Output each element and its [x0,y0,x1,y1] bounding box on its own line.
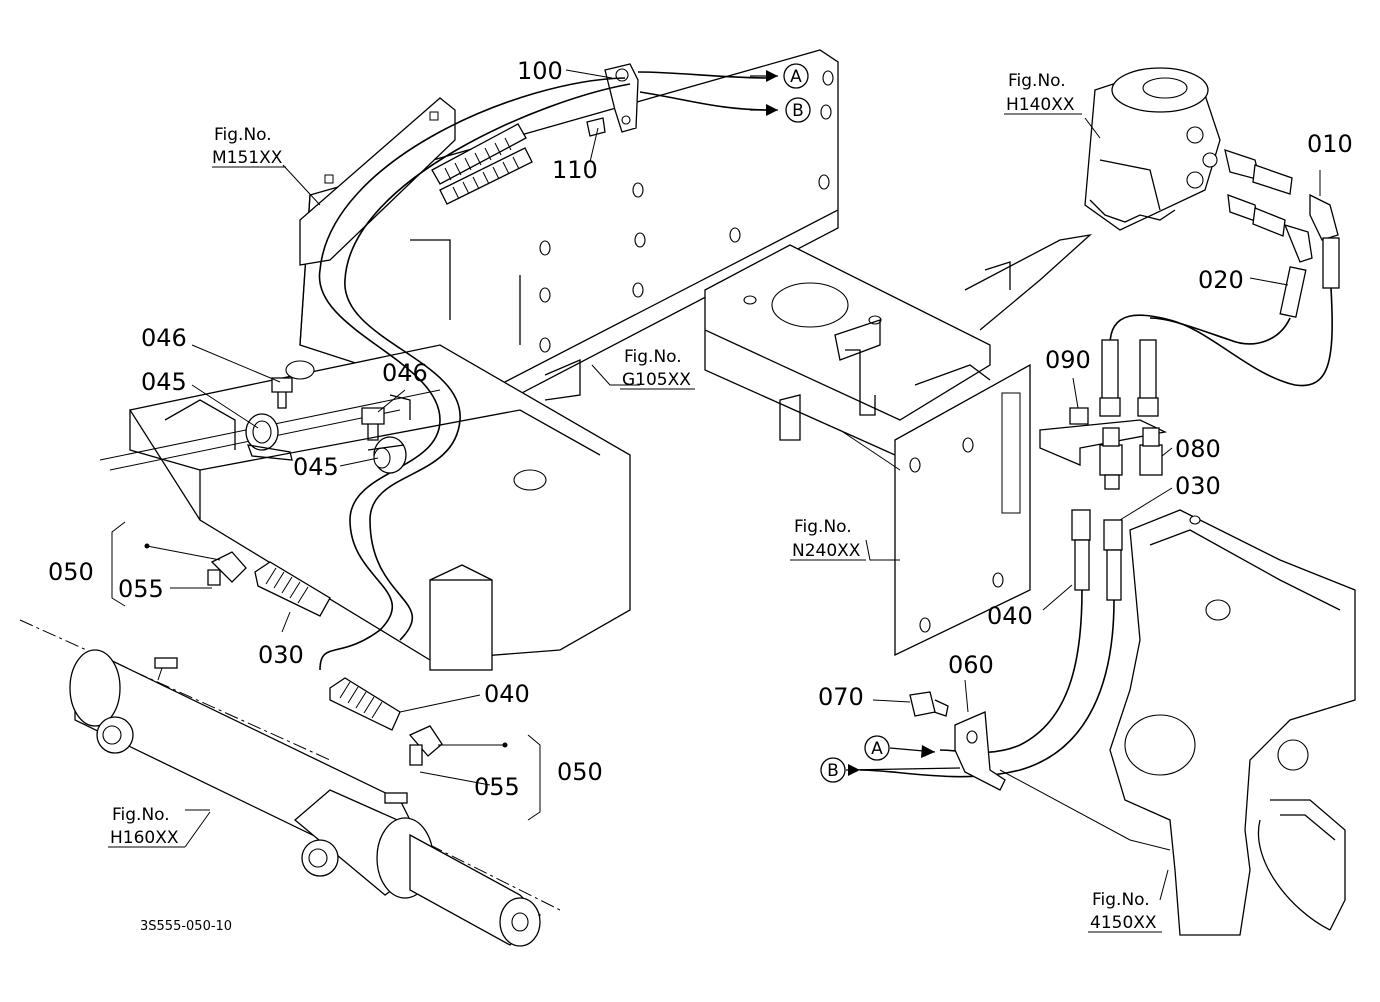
valve-block [1039,339,1168,490]
clamp-045-left [245,413,293,461]
diagram-id: 3S555-050-10 [140,919,232,934]
clamp-045-right [367,436,407,474]
frame-holes [539,70,834,353]
part-labels: 100 110 046 045 046 045 050 055 030 040 … [48,57,1353,801]
part-055-right: 055 [474,773,520,801]
part-046-left: 046 [141,324,187,352]
leader-lines [111,69,1321,901]
svg-text:Fig.No.: Fig.No. [794,517,852,537]
elbow-050-right [408,725,443,766]
elbow-050-left [207,551,247,586]
part-040-left: 040 [484,680,530,708]
part-090: 090 [1045,346,1091,374]
hose-fitting-030-left [254,561,331,617]
svg-text:Fig.No.: Fig.No. [112,805,170,825]
svg-text:Fig.No.: Fig.No. [1008,71,1066,91]
hose-fitting-040-left [329,677,401,731]
connector-b-bottom-label: B [827,761,839,781]
part-055-left: 055 [118,575,164,603]
part-050-right: 050 [557,758,603,786]
fig-ref-h160: Fig.No. H160XX [108,805,211,848]
fig-ref-m151: Fig.No. M151XX [212,125,286,168]
connector-b-bottom: B [820,757,961,783]
svg-text:H140XX: H140XX [1006,95,1075,115]
part-030-right: 030 [1175,472,1221,500]
connector-b-top: B [750,97,811,123]
svg-text:N240XX: N240XX [792,541,861,561]
svg-text:G105XX: G105XX [622,370,691,390]
fig-ref-g105: Fig.No. G105XX [620,347,695,390]
part-060: 060 [948,651,994,679]
connector-a-bottom: A [864,735,936,761]
part-040-right: 040 [987,602,1033,630]
fittings-010-020 [1224,149,1340,318]
fig-ref-4150: Fig.No. 4150XX [1088,890,1162,933]
svg-text:4150XX: 4150XX [1090,913,1157,933]
part-070: 070 [818,683,864,711]
transmission-housing [1109,509,1356,936]
part-050-left: 050 [48,558,94,586]
svg-text:H160XX: H160XX [110,828,179,848]
svg-text:M151XX: M151XX [212,148,283,168]
part-030-left: 030 [258,641,304,669]
part-045-right: 045 [293,453,339,481]
hose-springs [431,123,533,205]
fittings-030-040-right [859,509,1123,778]
part-010: 010 [1307,130,1353,158]
connector-a-top-label: A [790,67,802,87]
part-110: 110 [552,156,598,184]
connector-b-top-label: B [792,101,804,121]
fig-ref-h140: Fig.No. H140XX [1004,71,1082,115]
steering-unit [1084,67,1221,231]
hose-lines-right [1109,287,1333,387]
part-046-right: 046 [382,359,428,387]
connector-a-bottom-label: A [871,739,883,759]
bracket-frame [704,233,1093,657]
bracket-060 [954,711,1006,791]
connector-a-top: A [750,63,809,89]
svg-text:Fig.No.: Fig.No. [1092,890,1150,910]
part-045-left: 045 [141,368,187,396]
bolt-046-left [271,377,293,409]
part-100: 100 [517,57,563,85]
svg-text:Fig.No.: Fig.No. [624,347,682,367]
hydraulic-cylinder [19,619,561,947]
fig-ref-n240: Fig.No. N240XX [790,517,866,561]
part-080: 080 [1175,435,1221,463]
svg-text:Fig.No.: Fig.No. [214,125,272,145]
part-020: 020 [1198,266,1244,294]
bolt-070 [909,691,949,717]
